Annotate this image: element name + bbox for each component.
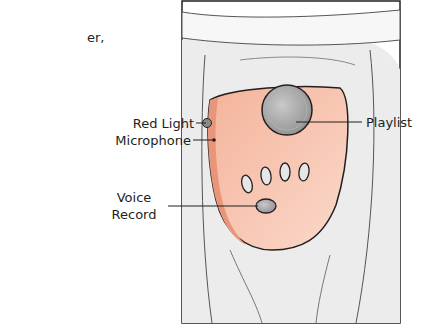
voice-record-button [256, 199, 276, 213]
part-label: Microphone [115, 132, 191, 149]
body-contour [356, 50, 374, 323]
leader-line [168, 122, 362, 206]
part-label: Playlist [366, 114, 412, 131]
device-top-band [182, 10, 400, 45]
part-label: Voice Record [104, 189, 164, 223]
playlist-button [262, 85, 312, 135]
speaker-slots [240, 162, 310, 194]
body-contour [202, 55, 212, 323]
frame [182, 1, 400, 323]
body-contour [240, 57, 355, 65]
body-contour [230, 250, 330, 323]
cut-off-text: er, [87, 29, 104, 46]
panel-edge [208, 98, 246, 245]
part-label: Red Light [133, 115, 194, 132]
device-body [182, 32, 400, 323]
playlist-button [267, 90, 307, 130]
